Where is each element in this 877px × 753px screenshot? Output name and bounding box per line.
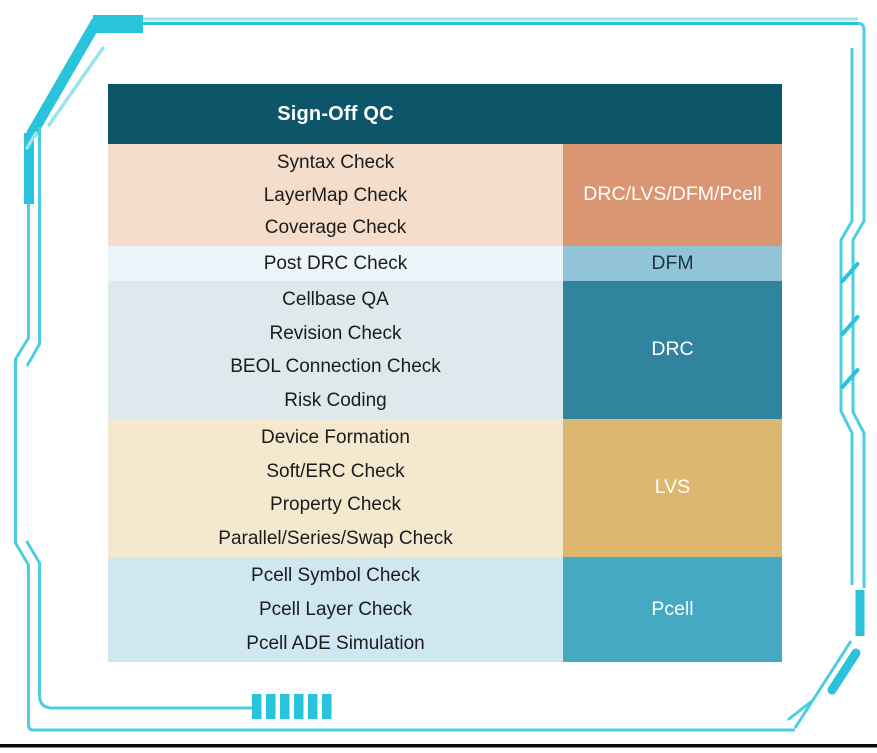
category-label: LVS [563,419,782,557]
frame-br-diagonal-thin [793,640,853,729]
slide-bottom-border [0,744,877,748]
table-title: Sign-Off QC [277,102,394,125]
frame-tl-echo [47,46,105,127]
check-list: Post DRC Check [108,246,563,281]
frame-right-tooth [840,368,860,389]
category-label: DRC/LVS/DFM/Pcell [563,144,782,246]
category-label: DFM [563,246,782,281]
check-item: Device Formation [261,427,410,449]
frame-tl-dash [25,131,38,150]
frame-br-dash [787,699,814,721]
check-item: Coverage Check [264,217,407,239]
check-item: Property Check [270,494,401,516]
frame-top-cap [93,15,143,33]
check-item: BEOL Connection Check [230,356,441,378]
frame-tl-diagonal [26,18,102,138]
check-item: Syntax Check [276,151,395,173]
check-item: Cellbase QA [282,289,389,311]
check-item: Pcell Layer Check [258,599,413,620]
check-item: Soft/ERC Check [266,460,405,482]
qc-group-dfm: Post DRC Check DFM [108,246,782,281]
frame-right-tooth [840,315,860,336]
check-item: Post DRC Check [263,253,408,274]
check-item: LayerMap Check [263,184,408,206]
check-item: Parallel/Series/Swap Check [218,527,453,549]
frame-left-outer [14,204,795,732]
check-item: Pcell Symbol Check [251,565,420,587]
frame-right-inner [839,48,854,585]
check-item: Revision Check [269,322,402,344]
category-label: Pcell [563,557,782,662]
frame-br-diagonal-thick [827,648,861,695]
frame-right-outer [851,22,866,588]
frame-bottom-ticks [252,694,332,719]
check-item: Risk Coding [284,389,387,411]
category-label: DRC [563,281,782,419]
check-item: Pcell ADE Simulation [246,632,425,654]
frame-left-inner-lower [25,540,252,710]
table-header: Sign-Off QC [108,84,782,144]
frame-right-tooth [840,262,860,283]
frame-left-inner-upper [25,127,41,367]
